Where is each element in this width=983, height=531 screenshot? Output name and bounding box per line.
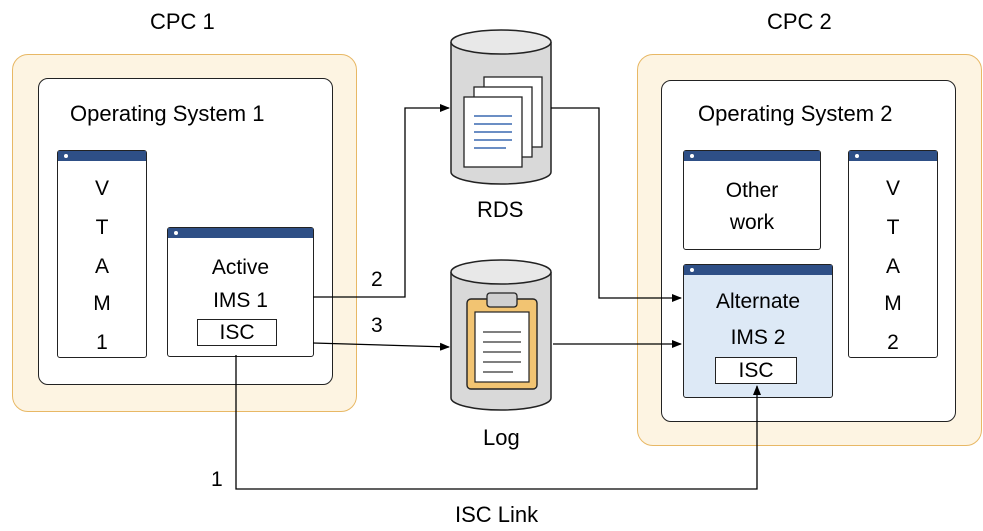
vtam1-window: V T A M 1 [57,150,147,358]
isc-link-connector [235,355,761,490]
alternate-ims2-window: Alternate IMS 2 ISC [683,264,833,398]
active-ims1-line1: Active [211,256,270,279]
other-work-line2: work [729,211,775,234]
vtam1-letter-m: M [93,292,111,315]
cpc1-title: CPC 1 [150,9,215,34]
vtam2-letter-a: A [885,255,900,278]
ims1-isc-box: ISC [197,319,277,346]
window-titlebar [849,151,937,161]
vtam2-window: V T A M 2 [848,150,938,358]
window-titlebar [684,151,820,161]
cpc2-title: CPC 2 [767,9,832,34]
active-ims1-line2: IMS 1 [213,289,268,312]
alternate-ims2-line2: IMS 2 [730,326,786,349]
log-database-icon [450,259,552,411]
window-titlebar [168,228,313,238]
os1-title: Operating System 1 [70,101,265,126]
arrow-1-number: 1 [211,468,223,491]
vtam2-letter-2: 2 [887,331,899,354]
vtam2-letter-v: V [885,177,900,200]
vtam2-letter-m: M [884,292,902,315]
vtam1-letter-t: T [95,216,109,239]
arrow-2-number: 2 [371,268,383,291]
ims2-isc-box: ISC [715,357,797,384]
window-titlebar [684,265,832,275]
log-label: Log [483,425,520,450]
other-work-window: Other work [683,150,821,250]
rds-database-icon [450,29,552,185]
rds-label: RDS [477,197,524,222]
active-ims1-window: Active IMS 1 ISC [167,227,314,357]
alternate-ims2-line1: Alternate [715,290,801,313]
other-work-line1: Other [725,179,779,202]
vtam1-letter-v: V [94,177,109,200]
isc-link-label: ISC Link [455,502,539,527]
os2-title: Operating System 2 [698,101,893,126]
arrow-2-connector [313,104,450,298]
vtam2-letter-t: T [886,216,900,239]
window-titlebar [58,151,146,161]
arrow-3-number: 3 [371,314,383,337]
vtam1-letter-1: 1 [96,331,108,354]
rds-to-ims2-connector [551,107,682,302]
arrow-3-connector [312,342,450,351]
vtam1-letter-a: A [94,255,109,278]
